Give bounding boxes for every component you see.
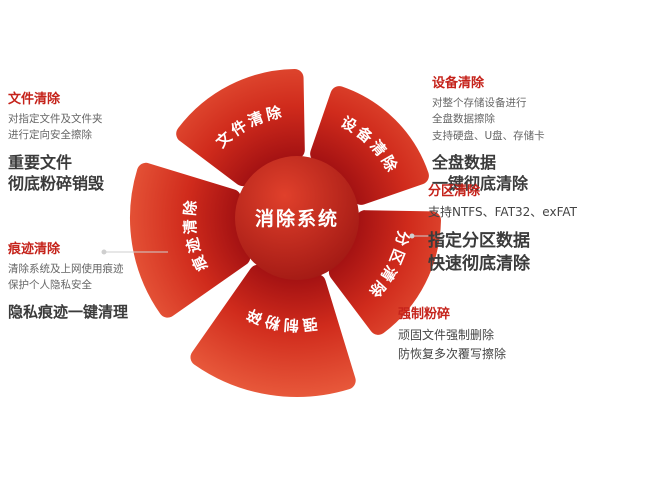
callout-line: 进行定向安全擦除 (8, 129, 92, 142)
callout-line: 防恢复多次覆写擦除 (398, 347, 507, 362)
callout-trace-erase: 痕迹清除 清除系统及上网使用痕迹 保护个人隐私安全 隐私痕迹一键清理 (8, 238, 168, 322)
petal-segment (130, 162, 251, 318)
callout-title: 设备清除 (432, 76, 485, 91)
callout-emphasis: 快速彻底清除 (428, 254, 530, 275)
callout-emphasis: 重要文件 (8, 152, 73, 172)
petal-segment (176, 69, 305, 187)
callout-title: 强制粉碎 (398, 307, 451, 322)
center-circle (235, 156, 359, 280)
callout-force-shred: 强制粉碎 顽固文件强制删除 防恢复多次覆写擦除 (398, 303, 623, 364)
connector-right (409, 233, 452, 239)
callout-emphasis: 隐私痕迹一键清理 (8, 302, 129, 321)
callout-emphasis: 指定分区数据 (428, 231, 530, 252)
callout-title: 痕迹清除 (8, 242, 61, 257)
callout-title: 分区清除 (428, 184, 481, 199)
callout-emphasis: 一键彻底清除 (432, 174, 529, 194)
petal-segment (310, 86, 429, 205)
callout-line: 对指定文件及文件夹 (8, 113, 103, 125)
callout-file-erase: 文件清除 对指定文件及文件夹 进行定向安全擦除 重要文件 彻底粉碎销毁 (8, 88, 168, 195)
callout-emphasis: 全盘数据 (432, 152, 497, 172)
callout-line: 支持硬盘、U盘、存储卡 (432, 129, 545, 142)
callout-partition-erase: 分区清除 支持NTFS、FAT32、exFAT 指定分区数据 快速彻底清除 (428, 180, 643, 276)
callout-device-erase: 设备清除 对整个存储设备进行 全盘数据擦除 支持硬盘、U盘、存储卡 全盘数据 一… (432, 72, 637, 195)
callout-line: 对整个存储设备进行 (432, 97, 527, 109)
connector-left (101, 249, 168, 255)
petal-group (130, 69, 441, 397)
petal-segment (190, 264, 356, 397)
callout-emphasis: 彻底粉碎销毁 (8, 174, 105, 194)
petal-segment (328, 210, 441, 335)
callout-line: 全盘数据擦除 (432, 113, 495, 126)
callout-title: 文件清除 (8, 92, 61, 107)
callout-line: 支持NTFS、FAT32、exFAT (428, 205, 577, 219)
callout-line: 清除系统及上网使用痕迹 (8, 263, 124, 275)
callout-line: 保护个人隐私安全 (8, 279, 92, 292)
center-label: 消除系统 (255, 207, 339, 230)
callout-line: 顽固文件强制删除 (398, 328, 495, 342)
